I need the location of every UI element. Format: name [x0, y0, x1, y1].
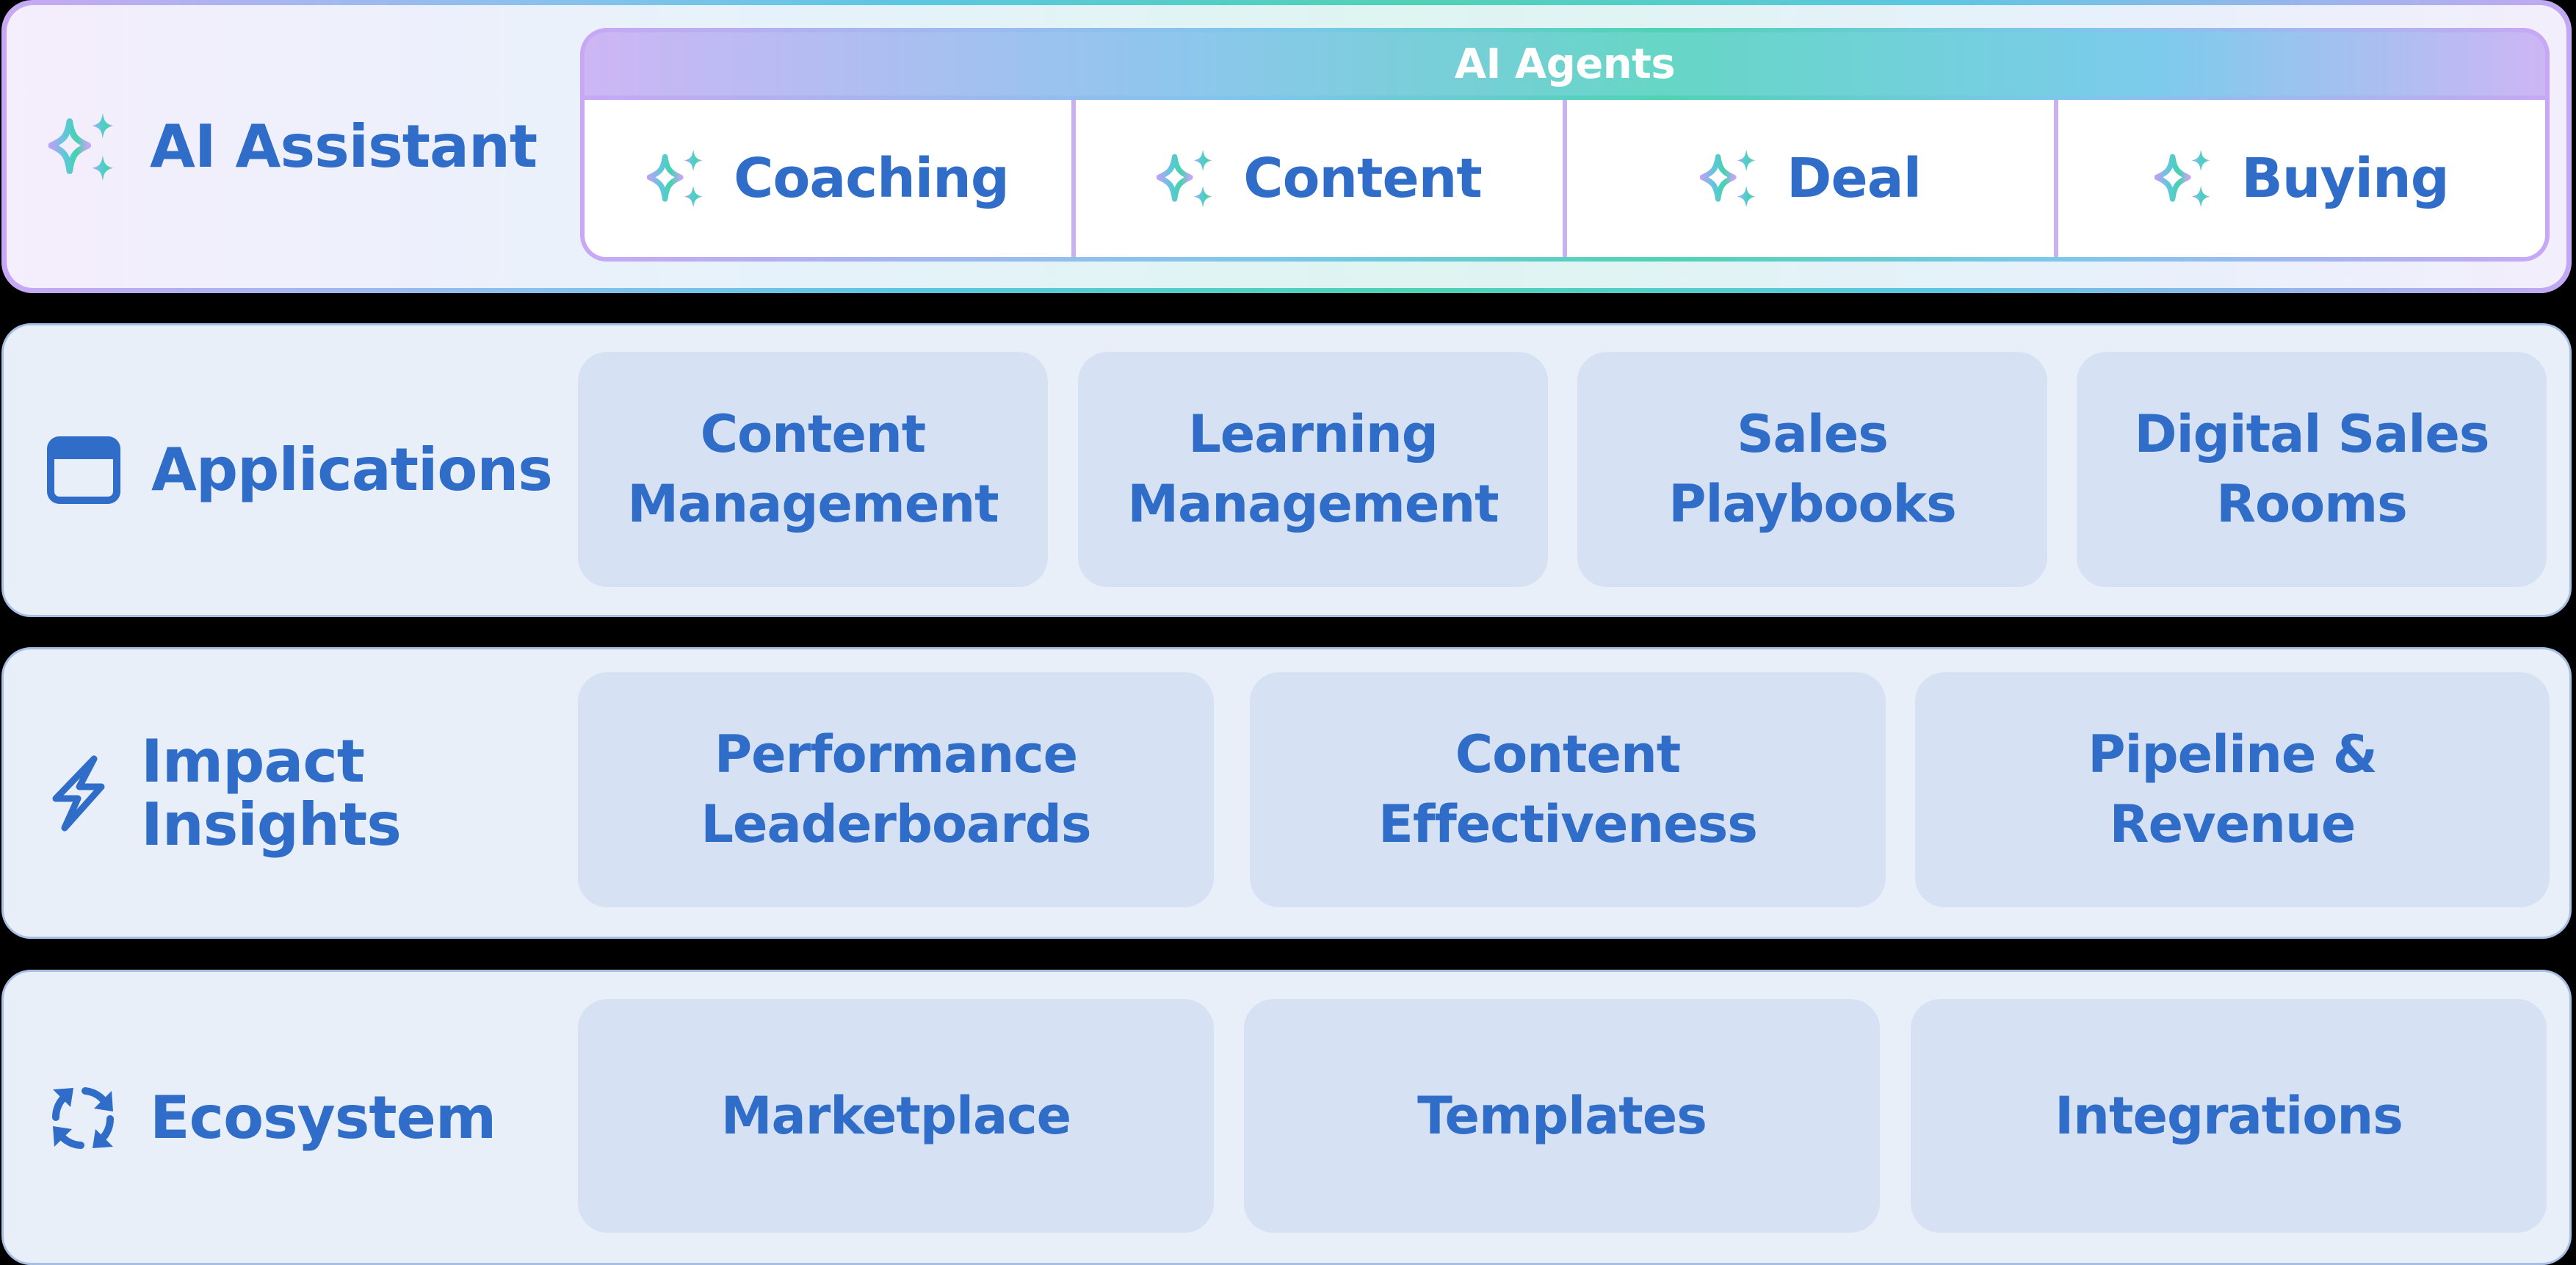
agent-buying[interactable]: Buying: [2054, 100, 2545, 257]
card-label: Marketplace: [720, 1085, 1071, 1146]
impact-insights-title-line: Insights: [141, 790, 402, 859]
sparkles-icon: [2154, 148, 2215, 209]
card-label-line: Leaderboards: [701, 794, 1091, 854]
refresh-cycle-icon: [51, 1087, 115, 1149]
agent-label: Buying: [2241, 147, 2449, 210]
card-label-line: Management: [1127, 474, 1499, 534]
agent-label: Deal: [1787, 147, 1922, 210]
card-label-line: Rooms: [2216, 474, 2408, 534]
card-label-line: Sales: [1737, 404, 1889, 464]
applications-title: Applications: [151, 436, 553, 504]
agent-label: Content: [1243, 147, 1482, 210]
insight-card-pipeline-revenue[interactable]: Pipeline & Revenue: [1915, 672, 2550, 907]
ecosystem-title: Ecosystem: [150, 1084, 496, 1152]
sparkles-icon: [1700, 148, 1760, 209]
card-label: Integrations: [2055, 1085, 2403, 1146]
agent-coaching[interactable]: Coaching: [585, 100, 1071, 257]
lightning-bolt-icon: [52, 755, 105, 832]
impact-insights-heading: Impact Insights: [48, 724, 402, 863]
applications-heading: Applications: [47, 433, 553, 507]
ai-assistant-title: AI Assistant: [150, 112, 538, 181]
ai-agents-group: AI Agents Coaching Content Deal Buying: [580, 28, 2550, 262]
sparkles-icon: [1157, 148, 1217, 209]
ai-assistant-heading: AI Assistant: [48, 110, 538, 184]
card-label-line: Pipeline &: [2088, 724, 2378, 785]
ecosystem-card-templates[interactable]: Templates: [1244, 999, 1880, 1233]
sparkles-icon: [647, 148, 707, 209]
card-label-line: Content: [1455, 724, 1682, 785]
ai-agents-header-label: AI Agents: [1454, 40, 1676, 88]
sparkles-icon: [48, 110, 119, 184]
card-label-line: Performance: [714, 724, 1078, 785]
card-label-line: Revenue: [2109, 794, 2356, 854]
ai-agents-header: AI Agents: [585, 32, 2545, 95]
agent-label: Coaching: [734, 147, 1010, 210]
card-label-line: Effectiveness: [1378, 794, 1758, 854]
card-label-line: Content: [700, 404, 927, 464]
ecosystem-card-integrations[interactable]: Integrations: [1911, 999, 2547, 1233]
card-label: Templates: [1417, 1085, 1707, 1146]
agent-content[interactable]: Content: [1071, 100, 1563, 257]
card-label-line: Playbooks: [1668, 474, 1957, 534]
agent-deal[interactable]: Deal: [1563, 100, 2054, 257]
ecosystem-card-marketplace[interactable]: Marketplace: [578, 999, 1214, 1233]
ecosystem-heading: Ecosystem: [50, 1081, 496, 1155]
card-label-line: Learning: [1188, 404, 1439, 464]
ai-agents-list: Coaching Content Deal Buying: [585, 100, 2545, 257]
ai-assistant-section: AI Assistant AI Agents Coaching Content …: [1, 0, 2572, 293]
app-window-icon: [47, 436, 120, 504]
impact-insights-title-line: Impact: [141, 727, 365, 796]
card-label-line: Management: [627, 474, 999, 534]
card-label-line: Digital Sales: [2134, 404, 2489, 464]
